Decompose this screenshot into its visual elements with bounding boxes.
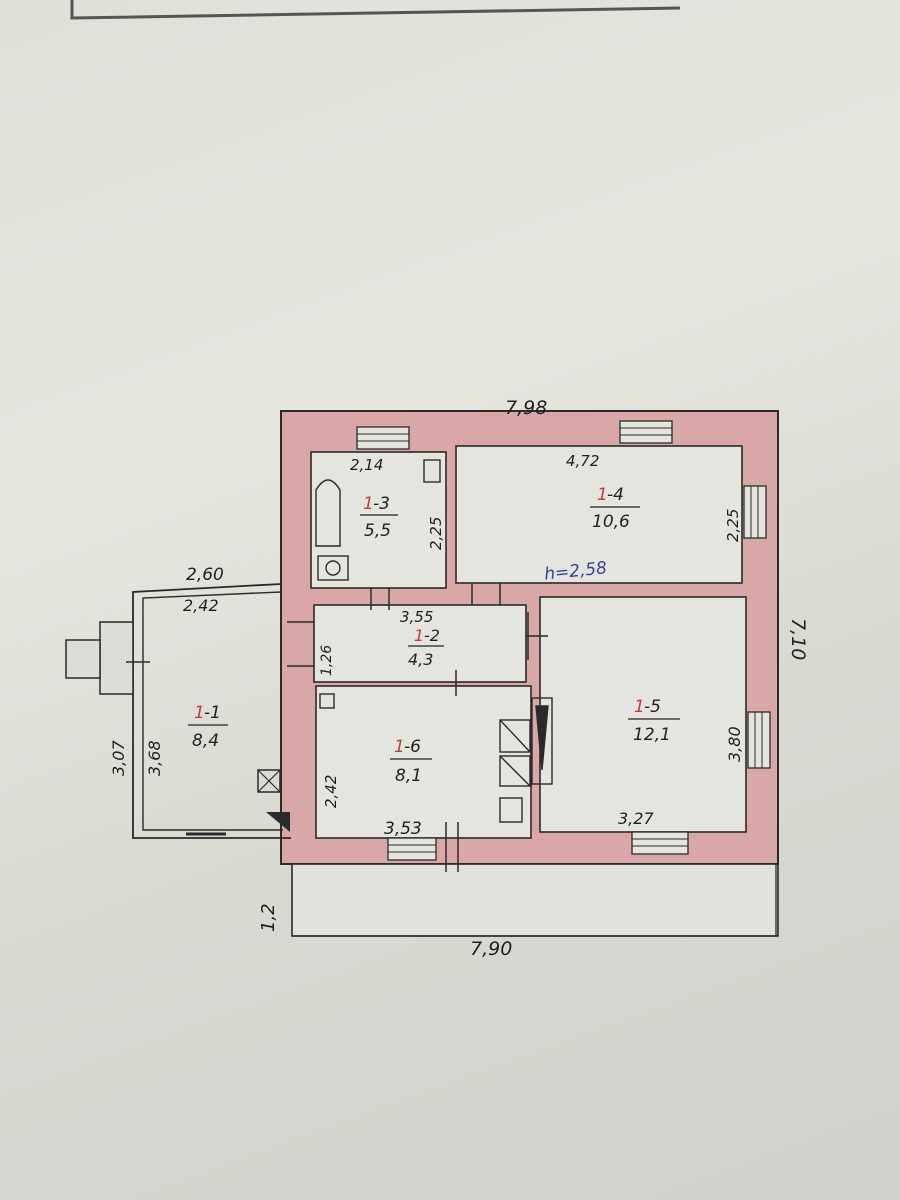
room-4-number: -4 <box>607 485 624 505</box>
room-5-label: 1 -5 12,1 <box>628 697 680 745</box>
room-4-area: 10,6 <box>592 512 630 532</box>
room-3-floor-number: 1 <box>363 494 374 514</box>
overall-bottom-width: 7,90 <box>470 938 512 960</box>
window-bottom-right <box>631 831 689 855</box>
extension-outer-width: 2,60 <box>186 565 224 585</box>
extension <box>65 583 291 839</box>
dimension-lines <box>292 864 778 937</box>
room-5-height: 3,80 <box>725 726 744 762</box>
overall-right-height: 7,10 <box>787 618 809 660</box>
room-3-number: -3 <box>373 494 390 514</box>
room-4-floor <box>455 445 743 584</box>
room-3-area: 5,5 <box>364 521 391 541</box>
window-right-upper <box>743 485 767 539</box>
chimney-outer <box>99 621 134 695</box>
extension-inner-height: 3,68 <box>145 740 164 776</box>
room-6-area: 8,1 <box>395 766 422 786</box>
room-5-floor <box>539 596 747 833</box>
room-4-width: 4,72 <box>566 452 599 470</box>
stove-top-icon <box>499 719 531 753</box>
room-5-width: 3,27 <box>618 809 654 828</box>
main-building <box>280 410 779 865</box>
window-top-right <box>619 420 673 444</box>
extension-inner-wall <box>142 591 283 831</box>
toilet-icon <box>317 555 349 581</box>
cooker-icon <box>499 797 523 823</box>
chimney-inner <box>65 639 101 679</box>
room-5-floor-number: 1 <box>634 697 645 717</box>
room-1-floor-number: 1 <box>194 703 205 723</box>
room-6-floor <box>315 685 532 839</box>
room-4-label: 1 -4 10,6 <box>590 485 640 532</box>
room-2-number: -2 <box>424 626 440 645</box>
window-right-lower <box>747 711 771 769</box>
extension-outer-wall <box>132 583 291 839</box>
room-6-label: 1 -6 8,1 <box>390 737 432 786</box>
doorways <box>126 583 548 872</box>
room-2-width: 3,55 <box>400 608 433 626</box>
bathtub-icon <box>315 479 341 547</box>
room-4-height: 2,25 <box>724 509 742 542</box>
porch-depth: 1,2 <box>258 903 279 932</box>
oven-icon <box>531 697 553 785</box>
room-6-floor-number: 1 <box>394 737 405 757</box>
room-2-floor-number: 1 <box>414 626 424 645</box>
extension-inner-width: 2,42 <box>183 596 219 615</box>
windows <box>356 420 771 861</box>
porch <box>291 863 779 937</box>
room-2-height: 1,26 <box>319 645 335 676</box>
room-3-label: 1 -3 5,5 <box>360 494 398 541</box>
oven-flue-icon <box>535 705 549 771</box>
room-3-width: 2,14 <box>350 456 383 474</box>
room-2-floor <box>313 604 527 683</box>
boiler-icon-cross <box>257 769 281 793</box>
room-2-label: 1 -2 4,3 <box>408 626 444 669</box>
overall-top-width: 7,98 <box>505 397 547 419</box>
room-6-number: -6 <box>404 737 421 757</box>
room-5-number: -5 <box>644 697 661 717</box>
corner-fixture-icon <box>319 693 335 709</box>
extension-outer-height: 3,07 <box>109 740 128 776</box>
room-1-label: 1 -1 8,4 <box>188 703 228 751</box>
window-bottom-left <box>387 837 437 861</box>
room-2-area: 4,3 <box>408 650 433 669</box>
room-1-number: -1 <box>204 703 221 723</box>
room-6-width: 3,53 <box>384 819 422 839</box>
room-5-area: 12,1 <box>633 725 671 745</box>
stove-corner-icon <box>266 812 290 832</box>
room-3-height: 2,25 <box>427 517 445 550</box>
upper-frame-edge <box>70 0 681 20</box>
sink-icon <box>423 459 441 483</box>
room-1-area: 8,4 <box>192 731 219 751</box>
boiler-icon <box>257 769 281 793</box>
room-6-height: 2,42 <box>322 775 340 808</box>
stove-bottom-icon <box>499 755 531 787</box>
fixtures <box>315 459 553 823</box>
window-top-left <box>356 426 410 450</box>
room-4-floor-number: 1 <box>597 485 608 505</box>
